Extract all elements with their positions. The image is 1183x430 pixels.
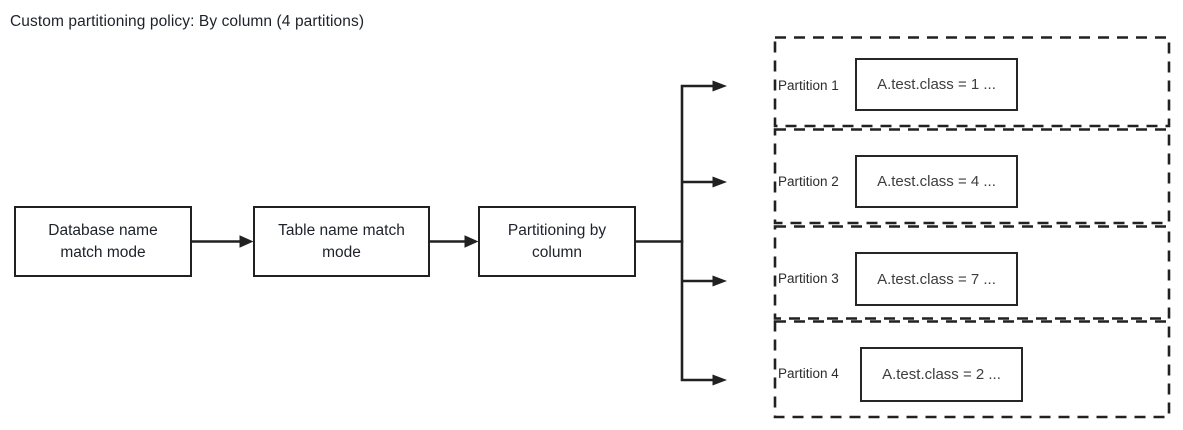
arrowhead-icon — [464, 235, 479, 248]
flow-node-label: Database name match mode — [48, 221, 158, 261]
flow-node-partitioning-by-column: Partitioning by column — [478, 206, 636, 277]
partition-4-rule-box: A.test.class = 2 ... — [860, 347, 1023, 402]
partition-1-label: Partition 1 — [778, 78, 839, 93]
partition-rule-text: A.test.class = 2 ... — [882, 366, 1001, 383]
partition-3-container — [773, 225, 1171, 320]
partition-2-rule-box: A.test.class = 4 ... — [855, 155, 1018, 208]
partition-3-rule-box: A.test.class = 7 ... — [855, 252, 1018, 306]
partition-2-label: Partition 2 — [778, 174, 839, 189]
partition-rule-text: A.test.class = 4 ... — [877, 173, 996, 190]
partition-4-label: Partition 4 — [778, 366, 839, 381]
branch-trunk — [680, 84, 714, 382]
flow-node-label: Table name match mode — [278, 221, 405, 261]
arrowhead-icon — [712, 80, 727, 92]
arrowhead-icon — [712, 275, 727, 287]
partition-2-container — [773, 128, 1171, 225]
partition-rule-text: A.test.class = 7 ... — [877, 270, 996, 288]
partition-1-rule-box: A.test.class = 1 ... — [855, 58, 1018, 111]
partition-4-container — [773, 320, 1171, 419]
diagram-title: Custom partitioning policy: By column (4… — [10, 13, 365, 30]
flow-node-label: Partitioning by column — [507, 221, 607, 261]
partition-rule-text: A.test.class = 1 ... — [877, 76, 996, 93]
arrowhead-icon — [712, 374, 727, 386]
arrowhead-icon — [239, 235, 254, 248]
flow-node-table-name-match-mode: Table name match mode — [253, 206, 430, 277]
flow-node-database-name-match-mode: Database name match mode — [14, 206, 192, 277]
partition-3-label: Partition 3 — [778, 271, 839, 286]
arrowhead-icon — [712, 176, 727, 188]
partition-1-container — [773, 36, 1171, 128]
